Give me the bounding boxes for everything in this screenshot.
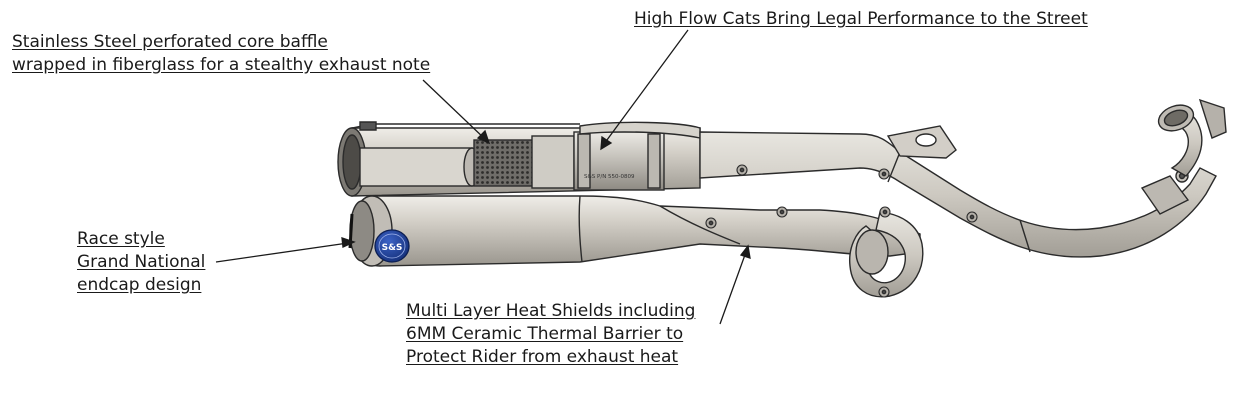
ss-badge-icon: S&S	[374, 229, 410, 263]
callout-heat-shields: Multi Layer Heat Shields including 6MM C…	[406, 300, 695, 369]
shield-bolts	[705, 164, 978, 298]
upper-head-pipe	[699, 98, 1227, 258]
leader-lines	[215, 29, 751, 325]
arrowhead-baffle	[476, 129, 491, 145]
leader-heat-shields	[719, 251, 747, 325]
callout-cats-line-1: High Flow Cats Bring Legal Performance t…	[634, 9, 1088, 29]
callout-heat-shields-line-1: Multi Layer Heat Shields including	[406, 301, 696, 321]
lower-head-pipe	[849, 211, 924, 298]
leader-baffle	[422, 79, 487, 141]
callout-endcap: Race style Grand National endcap design	[77, 228, 205, 297]
leader-endcap	[215, 242, 349, 263]
callout-baffle: Stainless Steel perforated core baffle w…	[12, 31, 430, 77]
callout-endcap-line-2: Grand National	[77, 252, 206, 272]
svg-text:S&S: S&S	[382, 243, 403, 253]
callout-cats: High Flow Cats Bring Legal Performance t…	[634, 8, 1088, 31]
perforated-core	[473, 139, 535, 187]
arrowhead-endcap	[341, 237, 356, 248]
callout-endcap-line-3: endcap design	[77, 275, 202, 295]
upper-muffler	[337, 121, 701, 197]
mounting-bracket	[886, 125, 957, 159]
part-marking: S&S P/N 550-0809	[584, 174, 635, 180]
lower-muffler	[348, 195, 921, 267]
callout-baffle-line-1: Stainless Steel perforated core baffle	[12, 32, 328, 52]
arrowhead-cats	[600, 135, 613, 151]
callout-heat-shields-line-3: Protect Rider from exhaust heat	[406, 347, 679, 367]
arrowhead-heat-shields	[739, 244, 751, 259]
callout-heat-shields-line-2: 6MM Ceramic Thermal Barrier to	[406, 324, 684, 344]
callout-baffle-line-2: wrapped in fiberglass for a stealthy exh…	[12, 55, 431, 75]
callout-endcap-line-1: Race style	[77, 229, 165, 249]
leader-cats	[603, 29, 689, 145]
